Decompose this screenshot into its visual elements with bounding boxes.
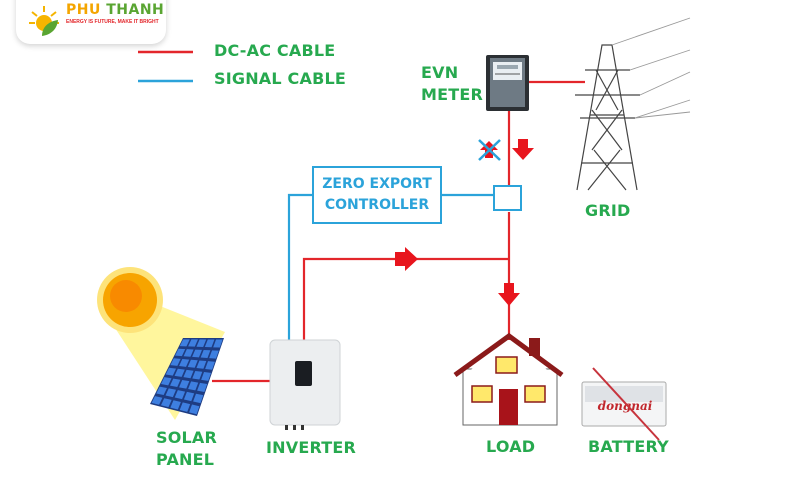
solar-cell <box>179 380 190 389</box>
solar-cell <box>160 398 172 408</box>
meter-label-line2: METER <box>421 85 484 104</box>
solar-cell <box>205 361 215 370</box>
solar-cell <box>170 358 181 366</box>
power-tower-icon <box>575 17 691 191</box>
solar-cell <box>188 381 199 391</box>
logo-card[interactable]: PHU THANH ENERGY IS FUTURE, MAKE IT BRIG… <box>16 0 166 44</box>
solar-cell <box>160 377 172 386</box>
solar-cell <box>197 382 208 392</box>
dc-ac-cables <box>212 80 585 383</box>
battery-brand-text: dongnai <box>598 399 653 413</box>
battery-crossed-out-line <box>592 367 660 441</box>
controller-label-line1: ZERO EXPORT <box>322 176 432 192</box>
solar-cell <box>196 360 207 369</box>
brand-tagline: ENERGY IS FUTURE, MAKE IT BRIGHT <box>66 19 159 25</box>
grid-import-arrow-icon <box>512 139 534 160</box>
solar-cell <box>200 349 211 359</box>
solar-cell <box>192 370 203 380</box>
solar-panel-label: SOLAR PANEL <box>156 427 217 471</box>
solar-cell <box>165 367 177 376</box>
solar-cell <box>192 349 202 358</box>
solar-cell <box>196 339 207 347</box>
house-load-icon <box>453 332 564 426</box>
current-sensor <box>493 185 522 211</box>
solar-cell <box>179 402 191 412</box>
solar-cell <box>187 359 198 368</box>
solar-cell <box>174 390 186 400</box>
controller-label-line2: CONTROLLER <box>324 197 430 213</box>
solar-label-line2: PANEL <box>156 450 215 469</box>
meter-label-line1: EVN <box>421 63 459 82</box>
grid-label: GRID <box>585 201 631 220</box>
blocked-export-arrow-icon <box>478 139 501 161</box>
meter-label: EVN METER <box>421 62 483 106</box>
inverter-flow-arrow-icon <box>395 247 418 271</box>
inverter-icon <box>269 339 341 430</box>
solar-cell <box>204 339 215 348</box>
battery-icon: dongnai <box>581 367 667 441</box>
load-flow-arrow-icon <box>498 283 520 306</box>
inverter-output-cable <box>302 257 509 340</box>
solar-cell <box>193 393 204 404</box>
evn-meter-icon <box>486 55 529 111</box>
solar-cell <box>170 378 181 387</box>
load-label: LOAD <box>486 437 536 456</box>
solar-cell <box>201 372 212 381</box>
solar-cell <box>213 339 223 348</box>
solar-panel-icon <box>150 338 224 416</box>
inverter-label: INVERTER <box>266 438 357 457</box>
signal-cables <box>287 193 494 340</box>
zero-export-controller-box: ZERO EXPORT CONTROLLER <box>312 166 442 224</box>
solar-cell <box>165 388 177 398</box>
solar-cell <box>188 339 198 347</box>
battery-label: BATTERY <box>588 437 669 456</box>
solar-cell <box>174 368 185 377</box>
inverter-to-controller-cable <box>287 193 312 340</box>
sun-leaf-logo-icon <box>29 6 59 36</box>
solar-cell <box>183 369 194 379</box>
solar-label-line1: SOLAR <box>156 428 218 447</box>
solar-cell <box>183 391 195 402</box>
legend-dc-ac-label: DC-AC CABLE <box>214 41 336 60</box>
brand-name: PHU THANH <box>66 2 165 18</box>
sun-icon <box>97 267 163 333</box>
solar-cell <box>179 339 190 347</box>
solar-cell <box>156 386 167 396</box>
solar-cell <box>151 396 163 405</box>
solar-cell <box>183 349 194 357</box>
solar-cell <box>209 350 219 359</box>
legend-signal-label: SIGNAL CABLE <box>214 69 346 88</box>
solar-cell <box>175 348 186 357</box>
solar-cell <box>179 358 190 367</box>
solar-cell <box>170 400 181 410</box>
solar-cell <box>189 404 200 415</box>
